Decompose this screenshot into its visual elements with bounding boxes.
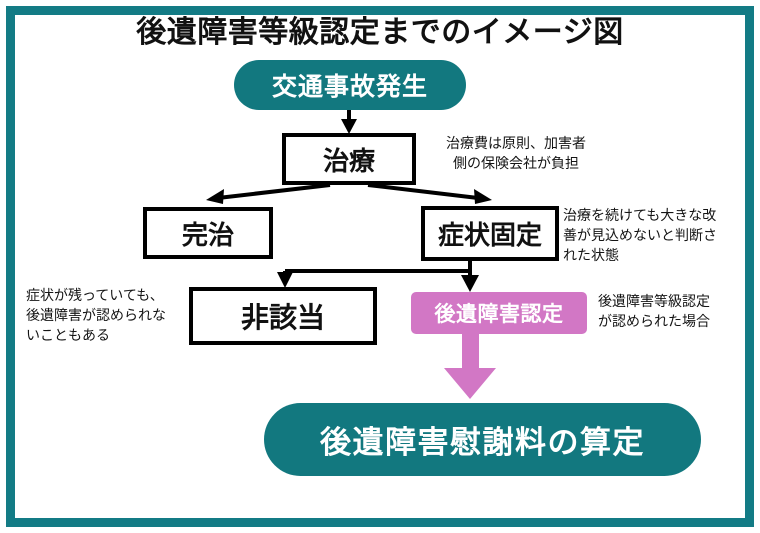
node-accident[interactable]: 交通事故発生 — [234, 60, 466, 110]
note-not-applicable-description: 症状が残っていても、 後遺障害が認められな いこともある — [26, 287, 166, 343]
note-certified-description: 後遺障害等級認定 が認められた場合 — [598, 293, 710, 329]
node-symptom-fixed[interactable]: 症状固定 — [421, 206, 559, 261]
note-symptom-fixed-description: 治療を続けても大きな改 善が見込めないと判断さ れた状態 — [563, 207, 717, 263]
node-disability-certified[interactable]: 後遺障害認定 — [411, 292, 587, 334]
page-title: 後遺障害等級認定までのイメージ図 — [136, 16, 624, 49]
note-treatment-cost: 治療費は原則、加害者 側の保険会社が負担 — [446, 135, 586, 171]
node-not-applicable[interactable]: 非該当 — [189, 287, 377, 345]
node-compensation-calculation[interactable]: 後遺障害慰謝料の算定 — [264, 403, 701, 476]
node-full-recovery[interactable]: 完治 — [143, 207, 273, 259]
node-treatment[interactable]: 治療 — [282, 133, 416, 185]
